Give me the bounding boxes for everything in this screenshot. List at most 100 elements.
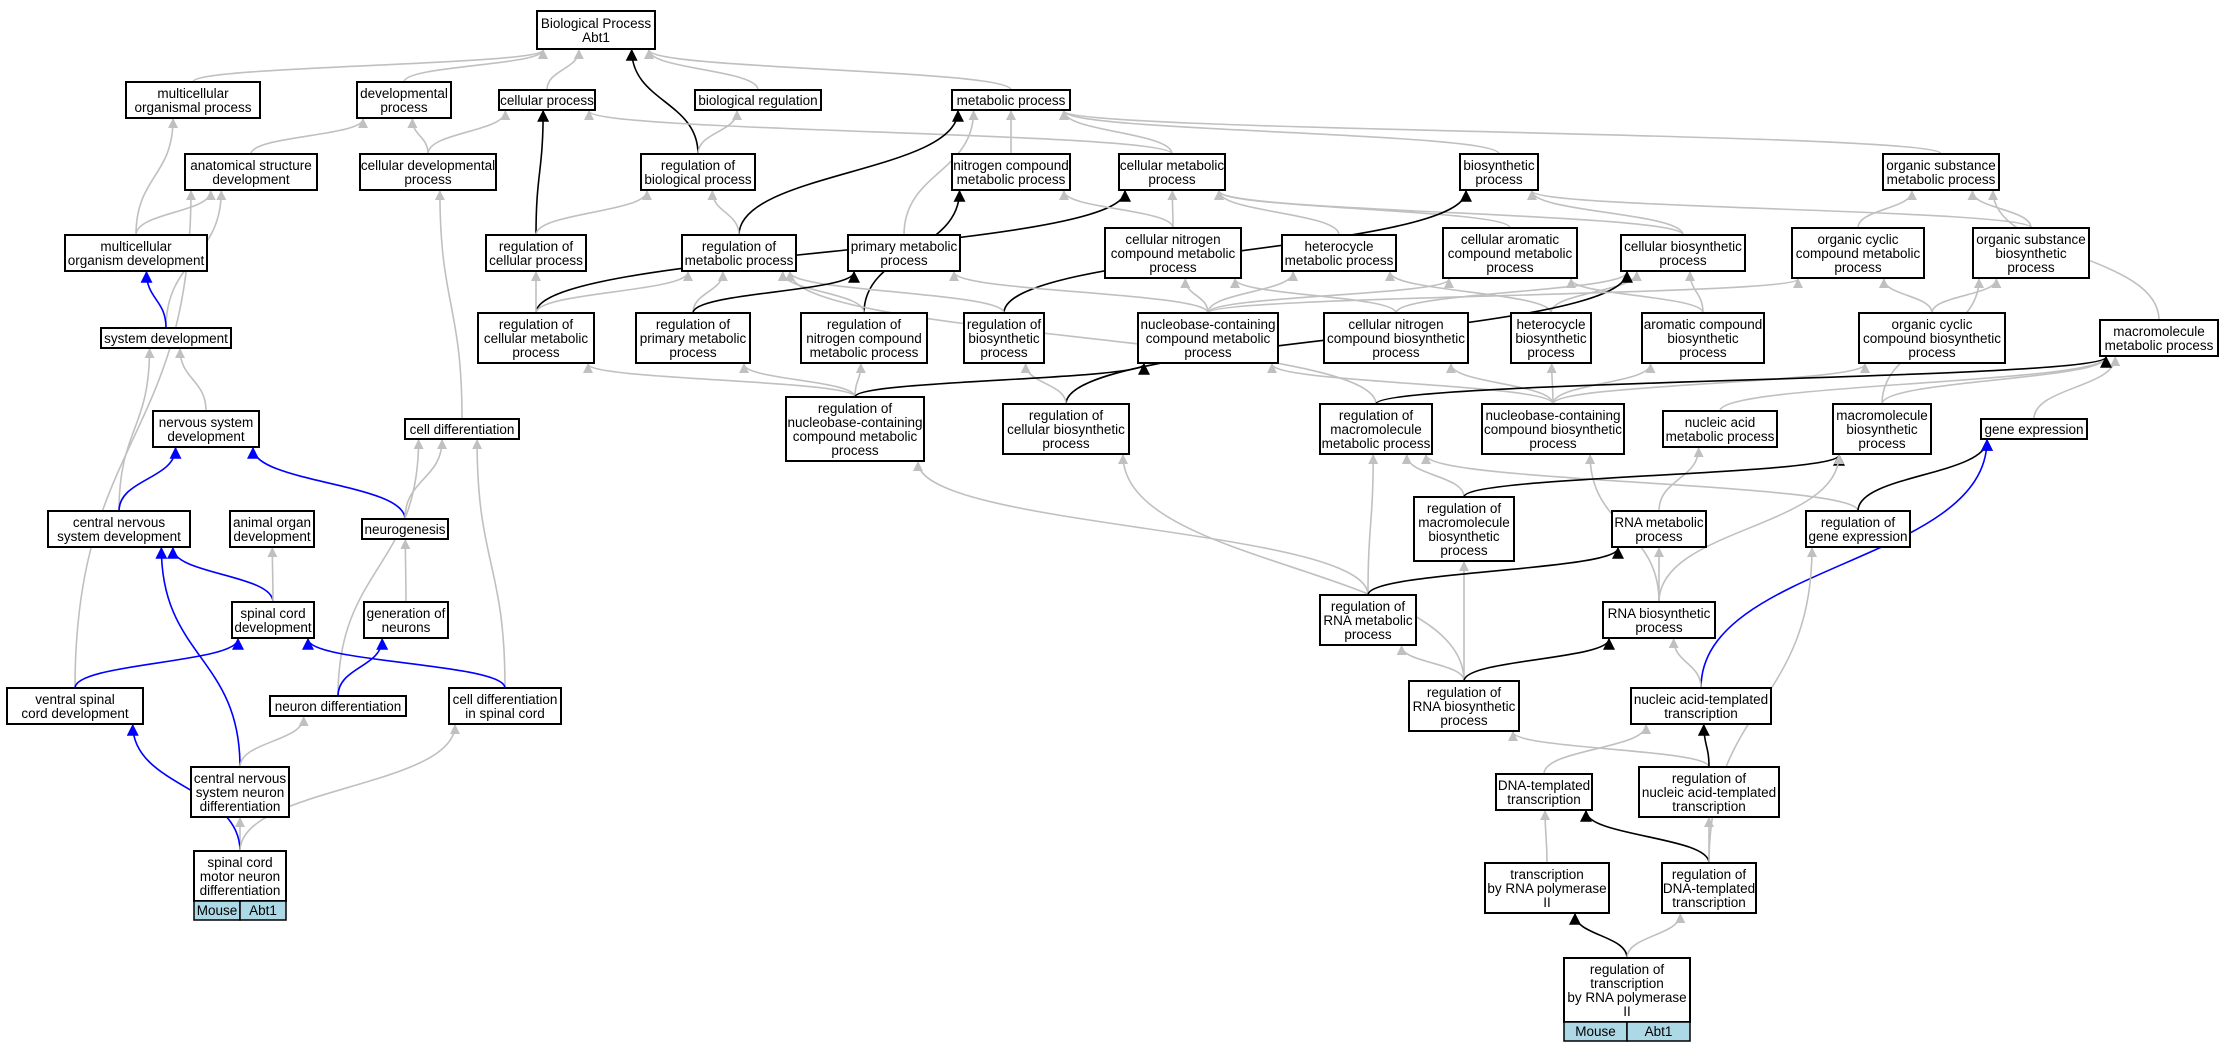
go-term-neuron-differentiation[interactable]: neuron differentiation: [269, 695, 407, 717]
go-term-box: [47, 510, 191, 548]
go-term-label: regulation of: [967, 317, 1042, 332]
go-term-box: [640, 153, 756, 191]
go-term-metabolic-process[interactable]: metabolic process: [951, 89, 1071, 111]
go-term-label: generation of: [367, 606, 446, 621]
go-term-label: process: [1440, 713, 1488, 728]
edge-gray: [1967, 190, 2032, 229]
go-term-label: regulation of: [1339, 408, 1414, 423]
go-term-regulation-of-macromolecule-biosynthetic-process[interactable]: regulation ofmacromoleculebiosyntheticpr…: [1413, 496, 1515, 562]
edge-gray: [175, 348, 207, 412]
edge-blue: [166, 546, 274, 603]
go-term-box: [125, 81, 261, 119]
go-term-label: process: [1344, 627, 1392, 642]
go-term-box: [1104, 227, 1242, 279]
edge-gray: [1658, 454, 1844, 603]
go-term-label: RNA metabolic: [1323, 613, 1413, 628]
go-term-system-development[interactable]: system development: [100, 327, 232, 349]
go-term-label: RNA biosynthetic: [1413, 699, 1516, 714]
edge-gray: [584, 110, 1173, 155]
go-term-cell-differentiation[interactable]: cell differentiation: [404, 418, 520, 440]
go-term-label: nucleic acid-templated: [1634, 692, 1768, 707]
go-term-regulation-of-nucleobase-containing-compound-metabolic-process[interactable]: regulation ofnucleobase-containingcompou…: [785, 396, 925, 462]
edge-black: [1697, 723, 1710, 768]
edge-gray: [1626, 913, 1686, 959]
go-term-biological-regulation[interactable]: biological regulation: [694, 89, 822, 111]
go-term-label: motor neuron: [200, 869, 280, 884]
go-term-box: [359, 153, 497, 191]
edge-gray: [739, 363, 856, 398]
go-term-label: cellular process: [489, 253, 583, 268]
go-term-box: [800, 312, 928, 364]
go-term-label: cellular nitrogen: [1348, 317, 1443, 332]
edge-gray: [707, 190, 740, 236]
go-term-cellular-process[interactable]: cellular process: [498, 89, 596, 111]
go-term-gene-expression[interactable]: gene expression: [1980, 418, 2088, 440]
go-term-label: metabolic process: [1322, 436, 1431, 451]
go-term-label: Biological Process: [541, 16, 652, 31]
go-term-box: [1319, 594, 1417, 646]
go-term-box: [1413, 496, 1515, 562]
edge-gray: [1230, 278, 1397, 314]
annotation-label: Abt1: [249, 903, 277, 918]
go-term-neurogenesis[interactable]: neurogenesis: [361, 518, 449, 540]
go-term-label: DNA-templated: [1498, 778, 1590, 793]
go-term-box: [536, 10, 656, 50]
go-term-label: metabolic process: [957, 93, 1066, 108]
